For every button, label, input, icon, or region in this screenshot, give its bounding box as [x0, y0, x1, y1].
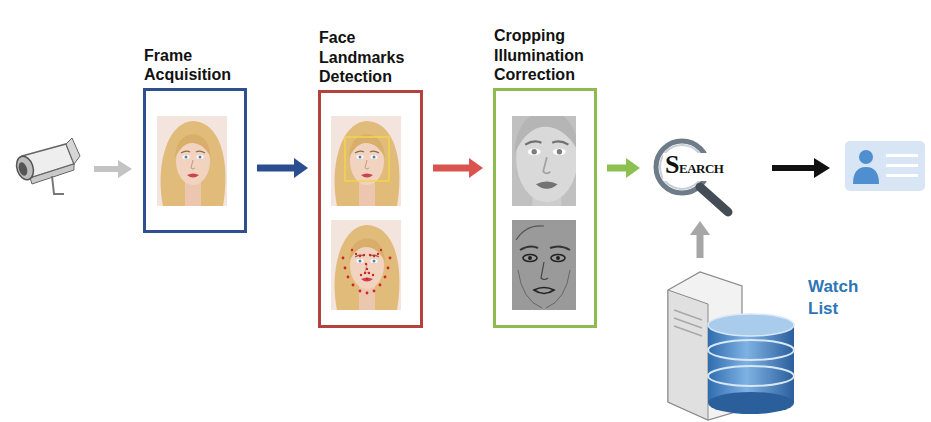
database-node: Watch List	[660, 262, 860, 417]
process-box: Frame Acquisition	[143, 88, 247, 233]
arrow-shaft	[607, 165, 626, 172]
arrow-shaft	[257, 165, 294, 172]
search-icon: SEARCH	[650, 135, 760, 215]
arrow-head	[294, 158, 308, 178]
step-heading: Face Landmarks Detection	[319, 28, 429, 86]
step-heading: Frame Acquisition	[144, 46, 254, 84]
arrow-shaft	[697, 235, 704, 258]
arrow-shaft	[433, 165, 469, 172]
process-box: Face Landmarks Detection	[318, 90, 423, 328]
arrow-head	[469, 158, 483, 178]
arrow-head	[626, 158, 640, 178]
database-label: Watch List	[808, 276, 860, 320]
arrow-head	[690, 221, 710, 235]
step-heading: Cropping Illumination Correction	[494, 26, 604, 84]
process-box: Cropping Illumination Correction	[493, 88, 597, 328]
search-label: SEARCH	[663, 153, 725, 181]
